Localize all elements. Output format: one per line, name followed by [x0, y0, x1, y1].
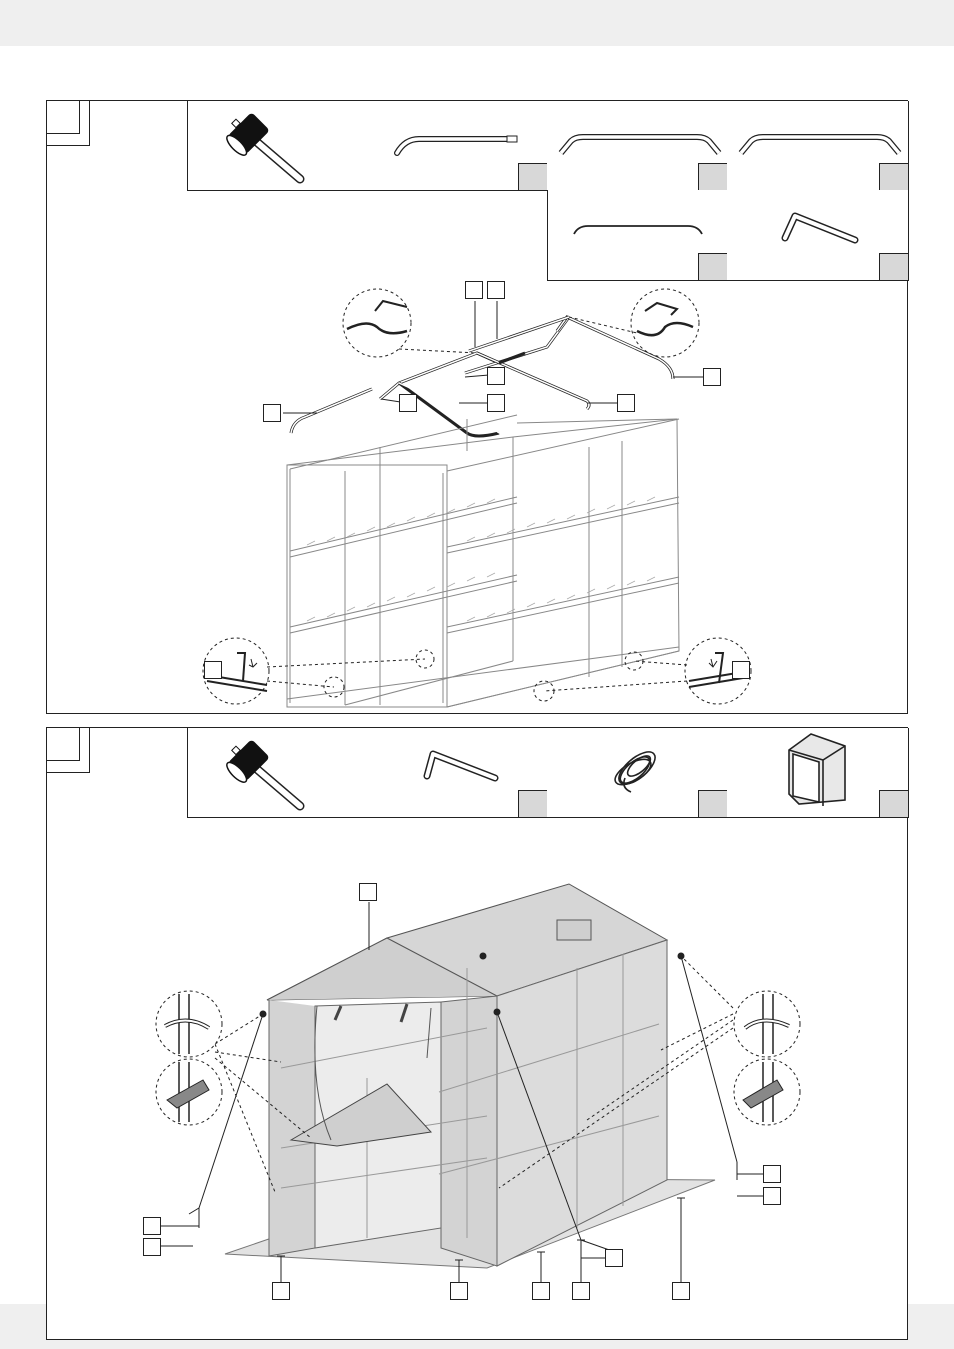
- part-cell-roof-arch-alt: [727, 101, 909, 191]
- rope-icon: [614, 751, 656, 793]
- step-2-corner: [46, 727, 90, 773]
- callout-box: [617, 394, 635, 412]
- callout-box: [532, 1282, 550, 1300]
- step-1-frame-illustration: [202, 288, 752, 708]
- callout-box: [605, 1249, 623, 1267]
- mallet-icon: [226, 740, 305, 811]
- callout-box: [465, 281, 483, 299]
- quantity-box: [879, 253, 909, 281]
- callout-box: [143, 1217, 161, 1235]
- callout-box: [359, 883, 377, 901]
- step-2-number-box: [46, 727, 80, 761]
- tool-cell-mallet: [187, 728, 368, 818]
- roof-arch-tube-icon: [558, 134, 722, 155]
- callout-box: [672, 1282, 690, 1300]
- quantity-box: [518, 790, 548, 818]
- part-cell-ridge-tube: [547, 190, 728, 281]
- quantity-box: [698, 790, 728, 818]
- callout-box: [487, 367, 505, 385]
- quantity-box: [879, 163, 909, 191]
- hex-key-icon: [423, 750, 499, 782]
- callout-box: [572, 1282, 590, 1300]
- quantity-box: [879, 790, 909, 818]
- ridge-tube-icon: [573, 225, 703, 235]
- part-cell-rope: [547, 728, 728, 818]
- callout-box: [763, 1165, 781, 1183]
- step-2-panel: [46, 727, 909, 1340]
- callout-box: [703, 368, 721, 386]
- callout-box: [204, 661, 222, 679]
- greenhouse-cover-icon: [788, 733, 846, 806]
- part-cell-hex-key: [367, 728, 548, 818]
- step-1-corner: [46, 100, 90, 146]
- tool-cell-mallet: [187, 101, 368, 191]
- callout-box: [732, 661, 750, 679]
- callout-box: [399, 394, 417, 412]
- quantity-box: [518, 163, 548, 191]
- quantity-box: [698, 163, 728, 191]
- callout-box: [763, 1187, 781, 1205]
- roof-arch-tube-alt-icon: [738, 134, 902, 155]
- callout-box: [450, 1282, 468, 1300]
- step-1-panel: [46, 100, 909, 714]
- part-cell-short-bent-tube: [367, 101, 548, 191]
- mallet-icon: [226, 113, 305, 184]
- callout-box: [263, 404, 281, 422]
- part-cell-greenhouse-cover: [727, 728, 909, 818]
- callout-box: [487, 281, 505, 299]
- callout-box: [143, 1238, 161, 1256]
- callout-box: [272, 1282, 290, 1300]
- part-cell-roof-arch: [547, 101, 728, 191]
- callout-box: [487, 394, 505, 412]
- instruction-page: [0, 46, 954, 1340]
- part-cell-hex-key: [727, 190, 909, 281]
- step-2-cover-illustration: [155, 883, 801, 1284]
- step-1-number-box: [46, 100, 80, 134]
- short-bent-tube-icon: [394, 135, 518, 156]
- hex-key-icon: [781, 212, 859, 244]
